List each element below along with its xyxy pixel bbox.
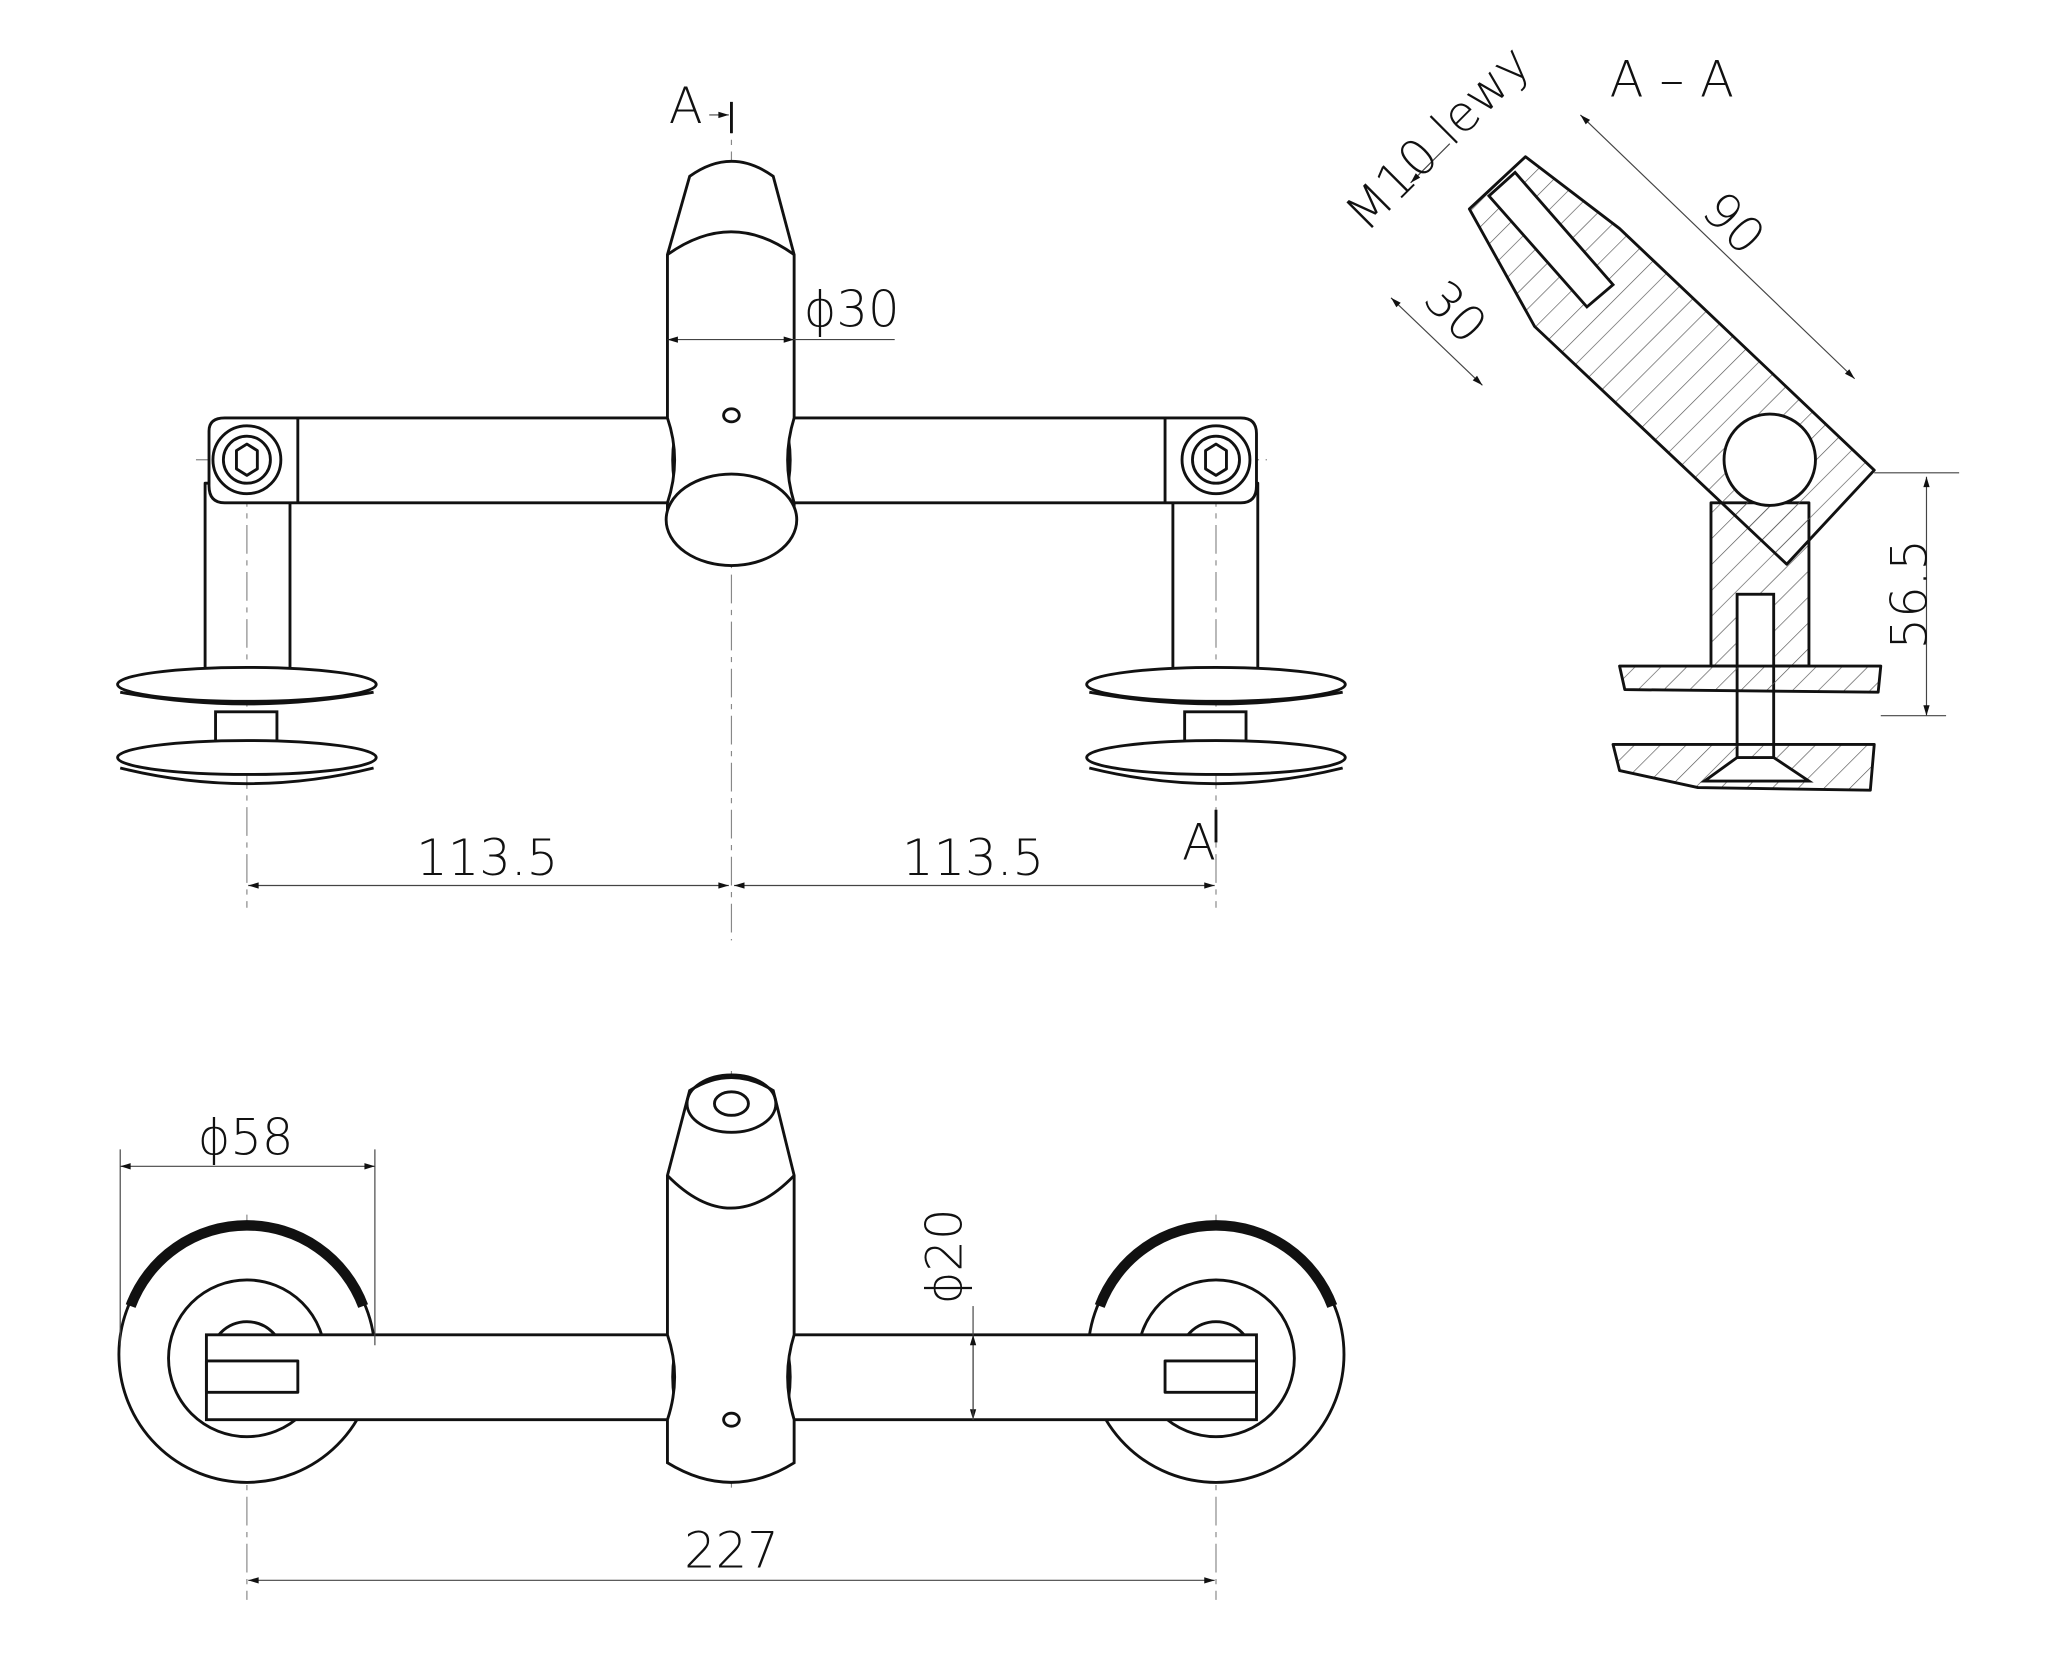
- dim-total: 227: [684, 1521, 779, 1579]
- dim-length: 90: [1691, 180, 1777, 266]
- section-title: A – A: [1610, 51, 1734, 109]
- front-view: A A ϕ30 113.5 113.5: [116, 77, 1347, 941]
- dim-left: 113.5: [416, 829, 558, 887]
- plan-view: ϕ58 ϕ20 227: [117, 1070, 1346, 1600]
- section-view: A – A 90 30 M10 lewy 56.5: [1334, 34, 1960, 792]
- dim-arm-diameter: ϕ20: [915, 1208, 973, 1304]
- hex-bolt-icon: [211, 424, 283, 496]
- dim-depth: 30: [1413, 269, 1499, 355]
- section-mark-bottom: A: [1182, 813, 1216, 871]
- hex-bolt-icon: [1180, 424, 1252, 496]
- disc-left: [116, 665, 378, 786]
- dim-height: 56.5: [1880, 539, 1938, 650]
- dim-right: 113.5: [902, 829, 1044, 887]
- dim-disc-diameter: ϕ58: [198, 1109, 294, 1167]
- dim-post-diameter: ϕ30: [804, 281, 900, 339]
- disc-right: [1085, 665, 1347, 786]
- section-mark-top: A: [669, 77, 703, 135]
